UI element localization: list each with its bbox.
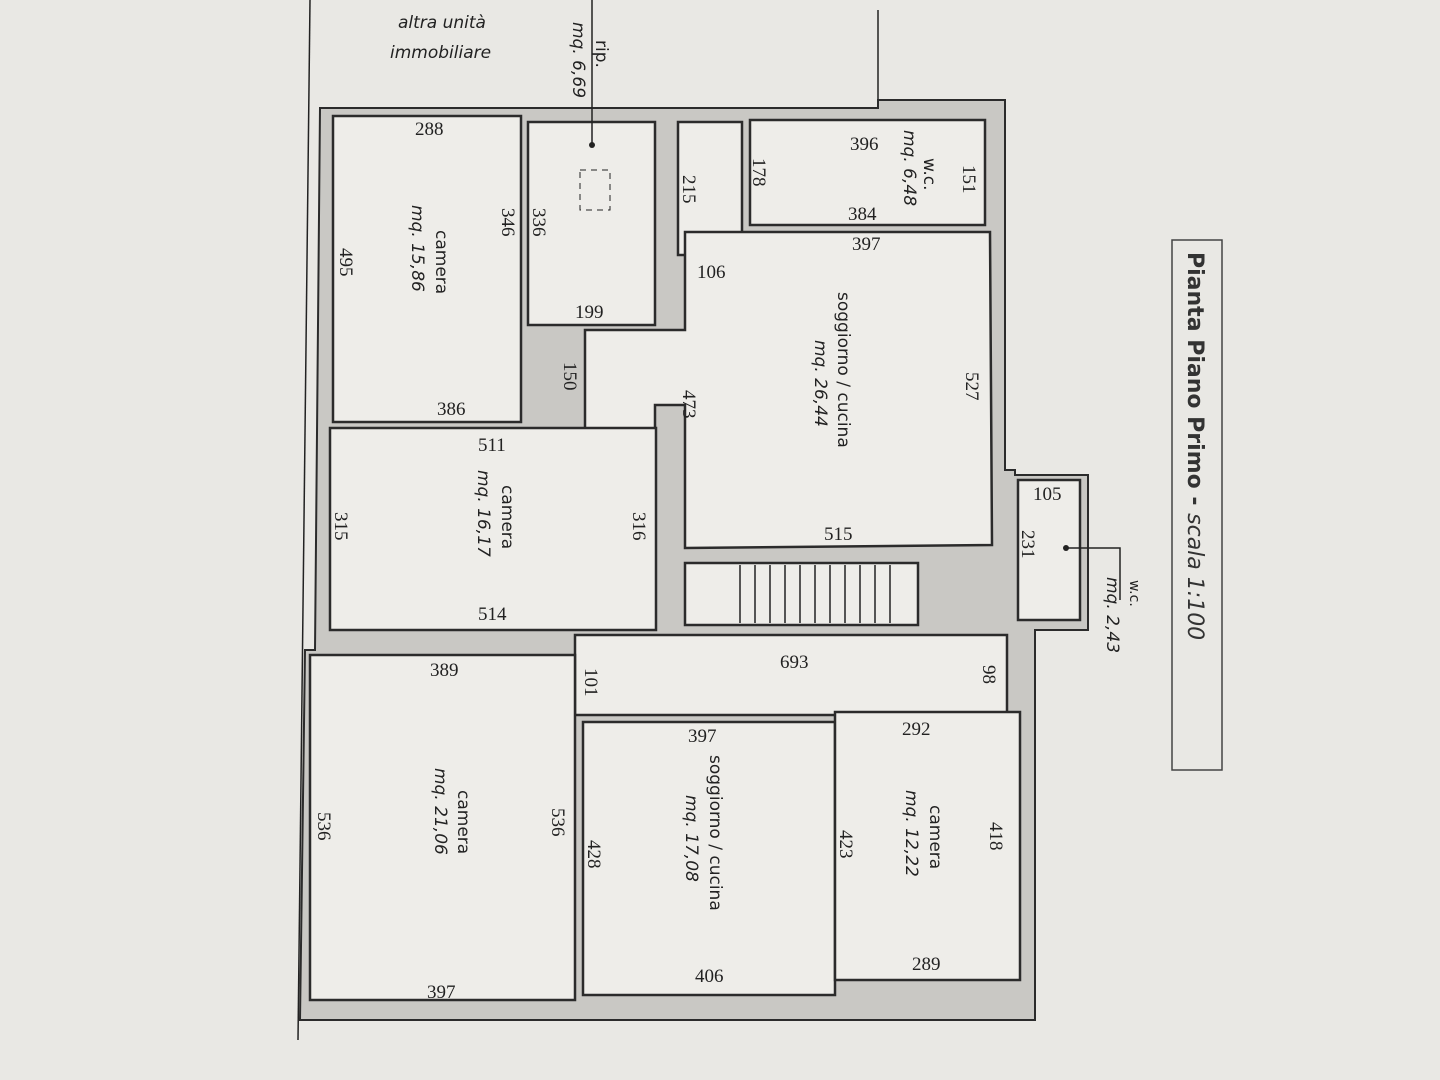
dimension: 105 [1033,484,1062,505]
dimension: 514 [478,604,507,625]
dimension: 178 [748,158,769,187]
dimension: 389 [430,660,459,681]
dimension: 151 [958,165,979,194]
dimension: 231 [1017,530,1038,559]
dimension: 406 [695,966,724,987]
room-name: soggiorno / cucina [705,755,725,911]
room-camera-15 [331,114,523,424]
dimension: 495 [335,248,356,277]
dimension: 397 [688,726,717,747]
dimension: 693 [780,652,809,673]
dimension: 511 [478,435,506,456]
dimension: 515 [824,524,853,545]
dimension: 199 [575,302,604,323]
dimension: 396 [850,134,879,155]
neighbor-label-2: immobiliare [390,43,491,63]
stair-treads [739,565,891,623]
dimension: 386 [437,399,466,420]
room-area: mq. 15,86 [407,205,427,292]
room-name: camera [431,230,451,294]
room-area: mq. 26,44 [810,340,830,427]
dimension: 150 [559,362,580,391]
room-name: soggiorno / cucina [833,292,853,448]
dimension: 316 [628,512,649,541]
dimension: 428 [583,840,604,869]
hatch-icon [579,169,611,211]
dimension: 536 [547,808,568,837]
dimension: 101 [580,668,601,697]
room-area: mq. 16,17 [473,470,493,557]
room-soggiorno-1708 [581,720,837,997]
dimension: 397 [427,982,456,1003]
scale-text: scala 1:100 [1182,513,1207,640]
dimension: 98 [978,665,999,684]
svg-text:Pianta Piano Primo - scala 1:1: Pianta Piano Primo - scala 1:100 [1182,252,1207,640]
sheet-edge [297,0,311,1041]
room-name: rip. [591,40,611,68]
dimension: 288 [415,119,444,140]
dimension: 336 [528,208,549,237]
room-camera-1222 [833,710,1022,982]
dimension: 215 [678,175,699,204]
dimension: 536 [313,812,334,841]
dimension: 418 [985,822,1006,851]
staircase [683,561,920,627]
room-name: w.c. [919,158,939,191]
room-area: mq. 6,69 [568,22,588,98]
room-area: mq. 6,48 [899,130,919,206]
dimension: 473 [678,390,699,419]
dimension: 289 [912,954,941,975]
room-name: camera [497,485,517,549]
title-block: Pianta Piano Primo - scala 1:100 [1182,252,1207,640]
room-area: mq. 12,22 [901,790,921,877]
dimension: 527 [961,372,982,401]
room-soggiorno-2644 [583,230,994,550]
room-wc-243 [1016,478,1082,622]
title-text: Pianta Piano Primo - [1182,252,1207,513]
corridor [573,633,1009,717]
room-ripostiglio [526,120,657,327]
dimension: 292 [902,719,931,740]
room-area: mq. 21,06 [430,768,450,855]
room-name: w.c. [1126,580,1142,607]
room-camera-2106 [308,653,577,1002]
room-camera-1617 [328,426,658,632]
dimension: 384 [848,204,877,225]
dimension: 397 [852,234,881,255]
neighbor-label-1: altra unità [398,13,486,33]
dimension: 315 [330,512,351,541]
room-area: mq. 17,08 [681,795,701,882]
room-area: mq. 2,43 [1102,577,1122,653]
dimension: 346 [497,208,518,237]
title-box [1171,239,1223,771]
room-name: camera [925,805,945,869]
room-name: camera [453,790,473,854]
leader-line-wc [1066,547,1121,600]
dimension: 423 [835,830,856,859]
dimension: 106 [697,262,726,283]
room-wc-648 [748,118,987,227]
